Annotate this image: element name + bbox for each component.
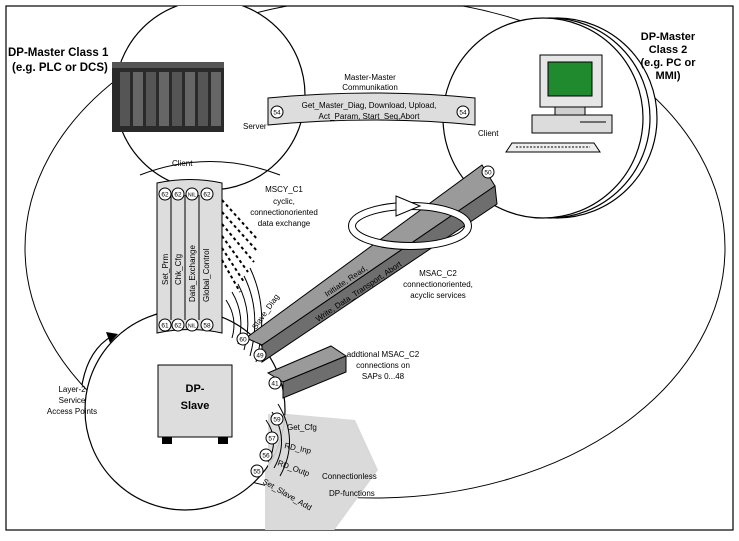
sap-slave-diag: 60 — [236, 332, 250, 346]
additional-line3: SAPs 0...48 — [362, 372, 405, 381]
master2-title-line3: (e.g. PC or — [640, 57, 696, 69]
mscy-bottom-sap-3-text: NIL — [188, 324, 197, 330]
sap-slave-diag-text: 60 — [239, 337, 247, 344]
additional-line2: connections on — [356, 361, 410, 370]
connectionless-line1: Connectionless — [322, 472, 377, 481]
additional-line1: addtional MSAC_C2 — [347, 350, 420, 359]
mscy-top-sap-3-text: NIL — [188, 193, 197, 199]
connectionless-line2: DP-functions — [329, 489, 375, 498]
sap-rd-inp-text: 57 — [268, 436, 276, 443]
layer2-line2: Service — [59, 396, 86, 405]
sap-additional: 41 — [268, 376, 282, 390]
mscy-service-chk-cfg: Chk_Cfg — [174, 254, 183, 285]
msac-desc-line2: acyclic services — [410, 291, 466, 300]
mscy-top-sap-4-text: 62 — [203, 192, 211, 199]
sap-master-right: 54 — [456, 105, 470, 119]
master1-title-line2: (e.g. PLC or DCS) — [12, 62, 108, 74]
msac-title: MSAC_C2 — [419, 269, 457, 278]
master-comm-title-line1: Master-Master — [344, 73, 396, 82]
mscy-service-data-exchange: Data_Exchange — [188, 245, 197, 302]
frame — [5, 5, 734, 531]
mscy-dotted-lines — [221, 199, 259, 293]
sap-rd-outp: 56 — [259, 448, 273, 462]
sap-master-left-text: 54 — [273, 110, 281, 117]
sap-msac-bottom-text: 49 — [256, 353, 264, 360]
connectionless-wedge-overlay — [268, 414, 374, 530]
master1-server-label: Server — [243, 122, 267, 131]
msac-desc-line1: connectionoriented, — [403, 280, 473, 289]
layer2-arrowhead — [106, 332, 118, 343]
mscy-top-sap-4: 62 — [200, 187, 214, 201]
mscy-top-sap-1: 62 — [158, 187, 172, 201]
sap-rd-inp: 57 — [265, 431, 279, 445]
master-comm-title-line2: Communikation — [342, 83, 398, 92]
master1-client-label: Client — [172, 159, 193, 168]
mscy-bottom-sap-1: 61 — [158, 318, 172, 332]
mscy-bottom-sap-4: 58 — [200, 318, 214, 332]
mscy-bottom-sap-4-text: 58 — [203, 323, 211, 330]
master2-title-line1: DP-Master — [641, 31, 696, 43]
mscy-top-sap-2: 62 — [171, 187, 185, 201]
mscy-bottom-sap-2: 62 — [171, 318, 185, 332]
mscy-desc-line2: connectionoriented — [250, 208, 318, 217]
master1-client-arc — [139, 161, 281, 176]
sap-master-left: 54 — [270, 105, 284, 119]
master1-title-line1: DP-Master Class 1 — [8, 47, 109, 59]
mscy-top-sap-2-text: 62 — [174, 192, 182, 199]
mscy-box — [156, 179, 223, 334]
mscy-bottom-sap-1-text: 61 — [161, 323, 169, 330]
sap-get-cfg: 59 — [270, 412, 284, 426]
master2-client-label: Client — [478, 129, 499, 138]
layer2-line3: Access Points — [47, 407, 97, 416]
mscy-bottom-sap-2-text: 62 — [174, 323, 182, 330]
mscy-desc-line1: cyclic, — [273, 197, 295, 206]
sap-msac-top: 50 — [481, 165, 495, 179]
sap-rd-outp-text: 56 — [262, 453, 270, 460]
pc-image — [505, 54, 613, 153]
background-ring — [24, 6, 726, 499]
rotating-ring — [348, 195, 472, 250]
master-comm-band — [267, 92, 476, 126]
plc-image — [112, 62, 224, 132]
sap-msac-bottom: 49 — [253, 348, 267, 362]
msac-arrow — [245, 164, 498, 363]
master2-title-line2: Class 2 — [649, 44, 688, 56]
sap-master-right-text: 54 — [459, 110, 467, 117]
connectionless-get-cfg: Get_Cfg — [287, 423, 317, 432]
master-comm-services-line1: Get_Master_Diag, Download, Upload, — [302, 101, 437, 110]
sap-additional-text: 41 — [271, 381, 279, 388]
mscy-title: MSCY_C1 — [265, 185, 303, 194]
slave-label-line2: Slave — [181, 400, 210, 412]
sap-bubbles: 54 54 62 62 NIL 62 61 62 NIL 58 60 49 50… — [158, 105, 495, 478]
sap-get-cfg-text: 59 — [273, 417, 281, 424]
layer2-arrow — [81, 335, 113, 386]
mscy-top-sap-3: NIL — [185, 187, 199, 201]
sap-msac-top-text: 50 — [484, 170, 492, 177]
slave-device — [157, 364, 233, 444]
mscy-service-global-control: Global_Control — [202, 248, 211, 302]
mscy-top-sap-1-text: 62 — [161, 192, 169, 199]
mscy-service-set-prm: Set_Prm — [161, 254, 170, 285]
layer2-line1: Layer-2 — [58, 385, 86, 394]
mscy-bottom-sap-3: NIL — [185, 318, 199, 332]
sap-set-slave-add-text: 55 — [253, 469, 261, 476]
sap-set-slave-add: 55 — [250, 464, 264, 478]
mscy-desc-line3: data exchange — [258, 219, 311, 228]
master2-title-line4: MMI) — [655, 70, 680, 82]
master-comm-services-line2: Act_Param, Start_Seq,Abort — [319, 112, 421, 121]
slave-label-line1: DP- — [186, 383, 205, 395]
